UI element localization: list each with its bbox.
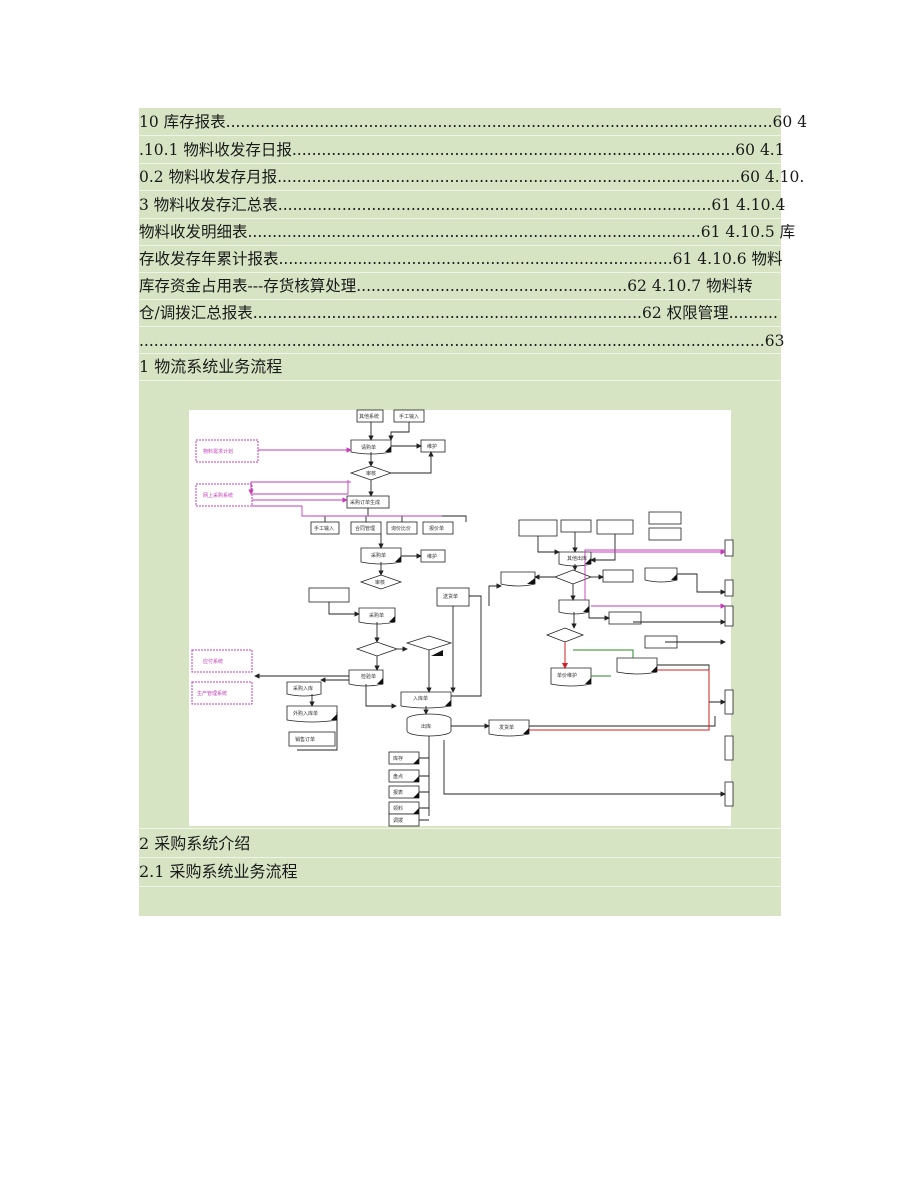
toc-line: .10.1 物料收发存日报...........................… <box>139 141 785 159</box>
svg-text:外购入库单: 外购入库单 <box>293 710 318 717</box>
row-divider <box>139 326 781 327</box>
svg-text:其他系统: 其他系统 <box>359 413 379 420</box>
toc-line: ........................................… <box>139 332 785 350</box>
row-divider <box>139 245 781 246</box>
svg-text:采购入库: 采购入库 <box>293 685 313 692</box>
logistics-flow-diagram: 物料需求计划 网上采购系统 应付系统 生产管理系统 <box>189 409 734 827</box>
svg-text:合同管理: 合同管理 <box>355 525 375 532</box>
svg-text:发货单: 发货单 <box>499 724 514 731</box>
row-divider <box>139 190 781 191</box>
svg-text:维护: 维护 <box>427 553 437 560</box>
left-system-boxes: 物料需求计划 网上采购系统 应付系统 生产管理系统 <box>191 439 259 705</box>
row-divider <box>139 135 781 136</box>
system-label: 物料需求计划 <box>203 448 233 455</box>
toc-line: 3 物料收发存汇总表..............................… <box>139 196 786 214</box>
svg-text:其他出库: 其他出库 <box>567 555 587 562</box>
svg-text:手工输入: 手工输入 <box>399 413 419 420</box>
svg-text:销售订单: 销售订单 <box>295 736 315 743</box>
svg-text:审核: 审核 <box>375 579 385 586</box>
svg-text:送货单: 送货单 <box>443 593 458 600</box>
toc-line: 存收发存年累计报表...............................… <box>139 250 783 268</box>
system-label: 生产管理系统 <box>197 690 227 697</box>
toc-line: 仓/调拨汇总报表................................… <box>139 304 778 322</box>
svg-text:采购单: 采购单 <box>371 552 386 559</box>
row-divider <box>139 272 781 273</box>
svg-text:报价单: 报价单 <box>429 525 444 532</box>
svg-text:报表: 报表 <box>393 789 403 796</box>
system-label: 网上采购系统 <box>203 492 233 499</box>
svg-text:采购单: 采购单 <box>369 612 384 619</box>
row-divider <box>139 163 781 164</box>
svg-text:盘点: 盘点 <box>393 773 403 780</box>
toc-line: 物料收发明细表.................................… <box>139 223 796 241</box>
svg-text:采购订单生成: 采购订单生成 <box>350 499 380 506</box>
row-divider <box>139 353 781 354</box>
row-divider <box>139 218 781 219</box>
system-label: 应付系统 <box>203 658 223 665</box>
toc-line: 10 库存报表.................................… <box>139 113 808 131</box>
row-divider <box>139 299 781 300</box>
toc-line: 库存资金占用表---存货核算处理........................… <box>139 277 753 295</box>
svg-text:检验单: 检验单 <box>361 673 376 680</box>
row-divider <box>139 886 781 887</box>
row-divider <box>139 380 781 381</box>
svg-text:请购单: 请购单 <box>361 444 376 451</box>
svg-text:维护: 维护 <box>427 443 437 450</box>
section-heading: 1 物流系统业务流程 <box>139 357 283 376</box>
row-divider <box>139 857 781 858</box>
svg-text:出库: 出库 <box>421 723 431 730</box>
svg-text:单价维护: 单价维护 <box>557 672 577 679</box>
svg-text:手工输入: 手工输入 <box>314 525 334 532</box>
svg-text:调拨: 调拨 <box>393 817 403 824</box>
svg-text:审核: 审核 <box>366 470 376 477</box>
row-divider <box>139 828 781 829</box>
toc-line: 0.2 物料收发存月报.............................… <box>139 168 805 186</box>
svg-text:领料: 领料 <box>393 805 403 812</box>
svg-text:入库单: 入库单 <box>413 695 428 702</box>
section-heading: 2.1 采购系统业务流程 <box>139 862 298 881</box>
svg-text:库存: 库存 <box>393 755 403 762</box>
svg-text:询价比价: 询价比价 <box>391 525 411 532</box>
section-heading: 2 采购系统介绍 <box>139 834 251 853</box>
